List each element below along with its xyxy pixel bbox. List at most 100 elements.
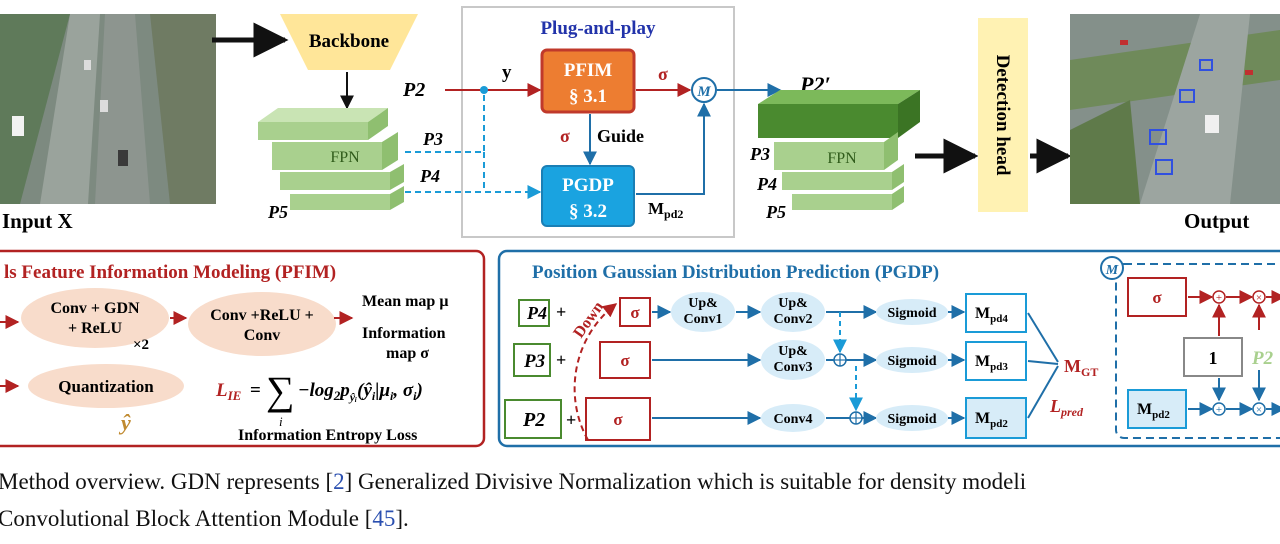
p4-right-label: P4 <box>756 174 777 194</box>
output-image <box>1070 14 1280 204</box>
m-panel-p2: P2 <box>1251 348 1274 369</box>
guide-label: Guide <box>597 126 644 146</box>
svg-text:−log2pŷᵢ(ŷi|μi, σi): −log2pŷᵢ(ŷi|μi, σi) <box>298 380 423 404</box>
fpn-right-label: FPN <box>827 150 857 167</box>
caption-text-2a: Convolutional Block Attention Module [ <box>0 506 373 531</box>
pgdp-sigma-2: σ <box>620 351 630 370</box>
mpd3-box <box>965 341 1027 381</box>
p3-label: P3 <box>422 129 443 149</box>
quantization-ellipse <box>28 364 184 408</box>
up-conv3-line1: Up& <box>778 344 808 359</box>
fpn-right-stack <box>758 90 920 210</box>
pgdp-box-section: § 3.2 <box>569 201 607 222</box>
info-map-line1: Information <box>362 325 446 342</box>
detection-head-label: Detection head <box>992 55 1013 176</box>
up-conv1-ellipse <box>671 292 735 332</box>
sigmoid-label-2: Sigmoid <box>887 354 936 369</box>
caption-ref-2[interactable]: 2 <box>333 469 345 494</box>
pgdp-sigma-box-1 <box>619 297 651 327</box>
m-add-top-sign: + <box>1216 292 1222 304</box>
pgdp-p4-box <box>518 299 550 327</box>
m-add-bottom-sign: + <box>1216 404 1222 416</box>
caption-ref-45[interactable]: 45 <box>372 506 396 531</box>
m-panel-label: M <box>1105 263 1119 278</box>
up-conv3-ellipse <box>761 340 825 380</box>
detection-head-block <box>978 18 1028 212</box>
caption-text-1a: Method overview. GDN represents [ <box>0 469 334 494</box>
quantization-label: Quantization <box>58 377 154 396</box>
sigma-top-label: σ <box>658 64 668 84</box>
m-mul-top <box>1252 290 1266 304</box>
mpd4-to-mgt <box>1027 312 1059 363</box>
m-panel-circle <box>1100 256 1124 280</box>
p2-label: P2 <box>402 79 425 101</box>
input-label: Input X <box>2 209 73 233</box>
mean-map-label: Mean map μ <box>362 293 448 310</box>
m-add-top <box>1212 290 1226 304</box>
pgdp-to-m-arrow <box>636 102 711 195</box>
output-label: Output <box>1184 209 1249 233</box>
sigmoid-label-3: Sigmoid <box>887 412 936 427</box>
mpd4-box <box>965 293 1027 333</box>
m-panel-sigma-box <box>1127 277 1187 317</box>
up-conv1-line1: Up& <box>688 296 718 311</box>
conv4-label: Conv4 <box>774 412 813 427</box>
pgdp-p3-box <box>513 343 551 377</box>
conv-gdn-ellipse <box>21 288 169 348</box>
times2-label: ×2 <box>133 337 149 353</box>
pgdp-panel-title: Position Gaussian Distribution Predictio… <box>532 262 939 283</box>
input-image <box>0 14 216 204</box>
pgdp-p3-label: P3 <box>523 351 545 372</box>
mpd2-box <box>965 397 1027 439</box>
sigmoid-label-1: Sigmoid <box>887 306 936 321</box>
p5-label: P5 <box>267 202 288 222</box>
plug-and-play-title: Plug-and-play <box>540 18 656 39</box>
m-panel-sigma: σ <box>1152 288 1162 307</box>
up-conv2-ellipse <box>761 292 825 332</box>
info-map-line2: map σ <box>386 345 429 362</box>
caption-line-1: Method overview. GDN represents [2] Gene… <box>0 468 1280 495</box>
pgdp-box <box>541 165 635 227</box>
svg-text:∑: ∑ <box>266 368 295 413</box>
m-fusion-panel <box>1115 263 1280 439</box>
m-panel-one-box <box>1183 337 1243 377</box>
pfim-box <box>540 48 636 114</box>
down-dashed-curve <box>573 303 618 441</box>
svg-text:=: = <box>250 380 261 401</box>
y-label: y <box>502 62 512 83</box>
caption-text-1b: ] Generalized Divisive Normalization whi… <box>344 469 1027 494</box>
m-fusion-label: M <box>696 84 711 100</box>
m-mul-top-sign: × <box>1256 292 1262 304</box>
y-hat-label: ŷ <box>118 410 131 435</box>
branch-dot <box>480 86 488 94</box>
pgdp-p2-box <box>504 399 562 439</box>
up-conv2-line2: Conv2 <box>774 312 813 327</box>
up-conv1-line2: Conv1 <box>684 312 723 327</box>
conv-gdn-line1: Conv + GDN <box>50 300 140 317</box>
pfim-box-name: PFIM <box>564 60 613 81</box>
mpd2-to-mgt <box>1027 365 1059 419</box>
p3-right-label: P3 <box>749 144 770 164</box>
sigmoid-ellipse-1 <box>876 299 948 325</box>
mpd3-to-mgt <box>1027 360 1059 365</box>
m-panel-mpd2-box <box>1127 389 1187 429</box>
pfim-panel-title: ls Feature Information Modeling (PFIM) <box>4 262 336 283</box>
fpn-left-stack <box>258 108 404 210</box>
conv4-ellipse <box>761 404 825 432</box>
entropy-loss-label: Information Entropy Loss <box>238 427 417 444</box>
m-fusion-circle <box>691 77 717 103</box>
pgdp-sigma-1: σ <box>630 303 640 322</box>
fpn-left-label: FPN <box>330 149 360 166</box>
pgdp-sigma-box-2 <box>599 341 651 379</box>
conv-relu-line2: Conv <box>244 327 280 344</box>
pgdp-plus-1: + <box>556 302 566 322</box>
sigmoid-ellipse-2 <box>876 347 948 373</box>
m-mul-bottom <box>1252 402 1266 416</box>
m-panel-one: 1 <box>1209 348 1218 368</box>
conv-relu-ellipse <box>188 292 336 356</box>
backbone-label: Backbone <box>309 31 389 52</box>
pfim-box-section: § 3.1 <box>569 86 607 107</box>
pgdp-p2-label: P2 <box>522 409 545 431</box>
p4-label: P4 <box>419 166 440 186</box>
